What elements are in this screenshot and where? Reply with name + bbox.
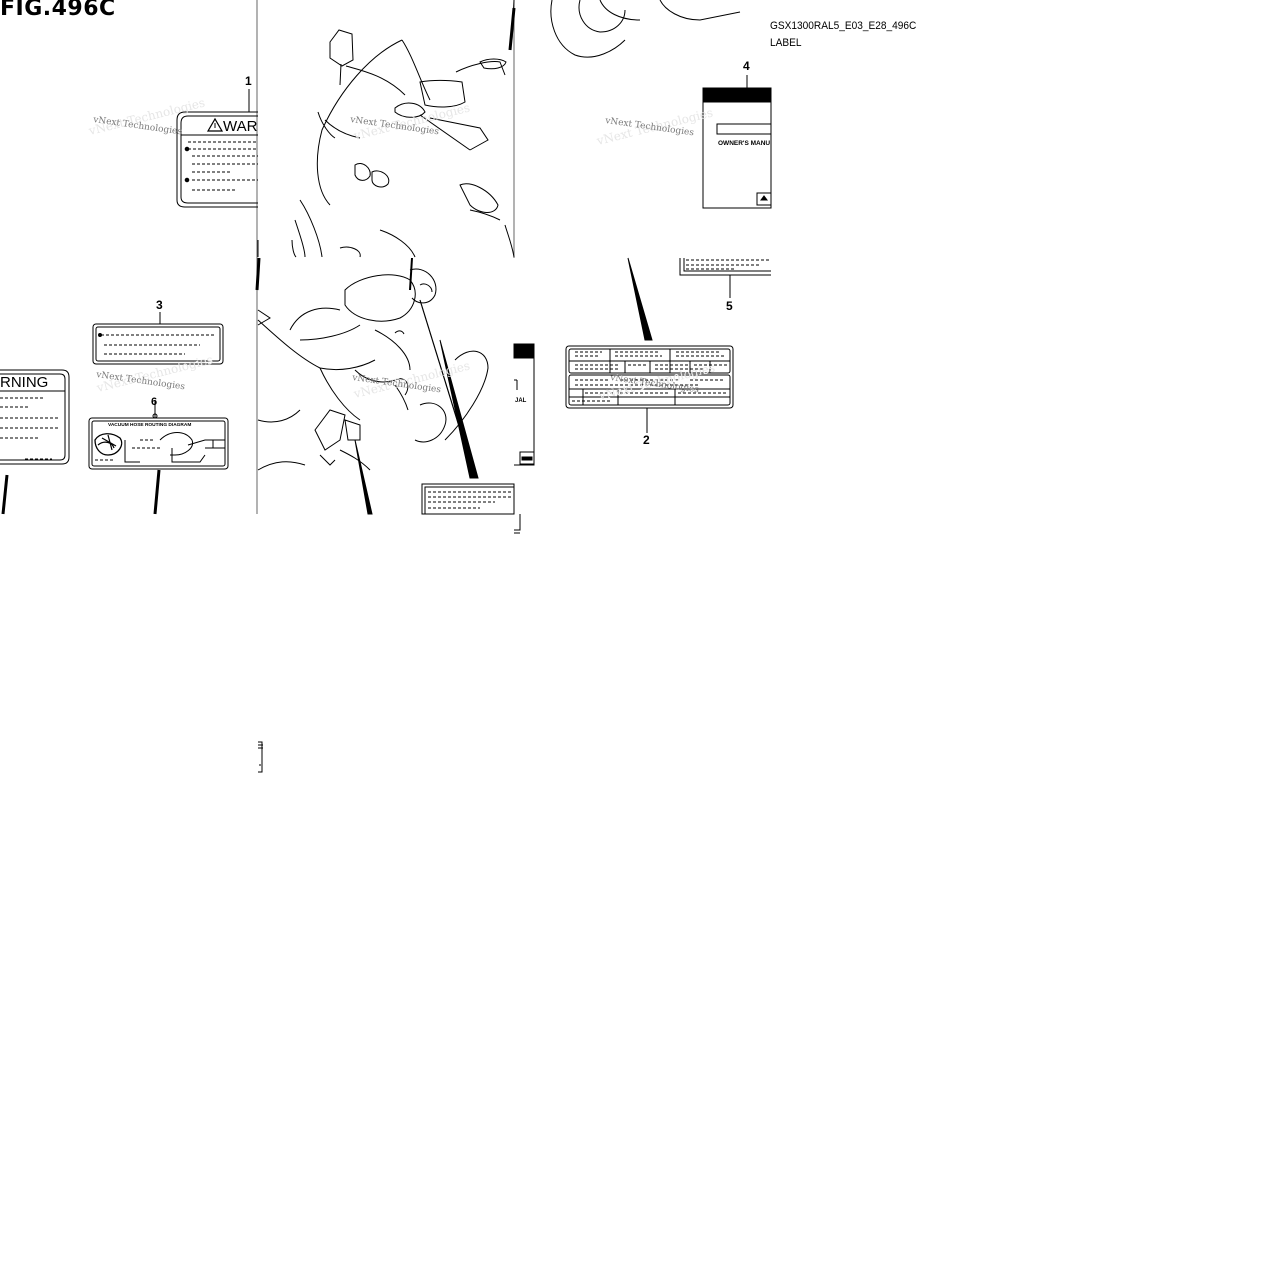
vacuum-diagram-title: VACUUM HOSE ROUTING DIAGRAM [108,422,191,428]
callout-5: 5 [726,299,733,313]
tile-fragment-bottom [258,741,263,773]
warning-label-left [0,369,70,465]
figure-reference-code: GSX1300RAL5_E03_E28_496C [770,20,917,32]
callout-2: 2 [643,433,650,447]
warning-label-top-text: WAR [223,118,258,135]
motorcycle-tank-illustration [257,257,521,534]
callout-4: 4 [743,59,750,73]
owners-manual-fragment [513,343,535,466]
spec-table-label-2 [565,257,734,433]
warning-label-left-text: RNING [0,374,48,391]
owners-manual-fragment-text: JAL [515,398,527,404]
label-5-fragment [679,258,771,298]
owners-manual-cover-text: OWNER'S MANU [718,140,770,147]
tag-label-3 [92,312,224,365]
owners-manual-illustration [550,0,772,209]
vacuum-hose-routing-diagram [88,400,229,470]
motorcycle-front-illustration [257,0,516,258]
callout-3: 3 [156,298,163,312]
callout-1: 1 [245,74,252,88]
figure-title: FIG.496C [0,0,116,21]
warning-label-top [176,89,258,208]
callout-6: 6 [151,396,158,408]
figure-reference-label: LABEL [770,37,802,49]
